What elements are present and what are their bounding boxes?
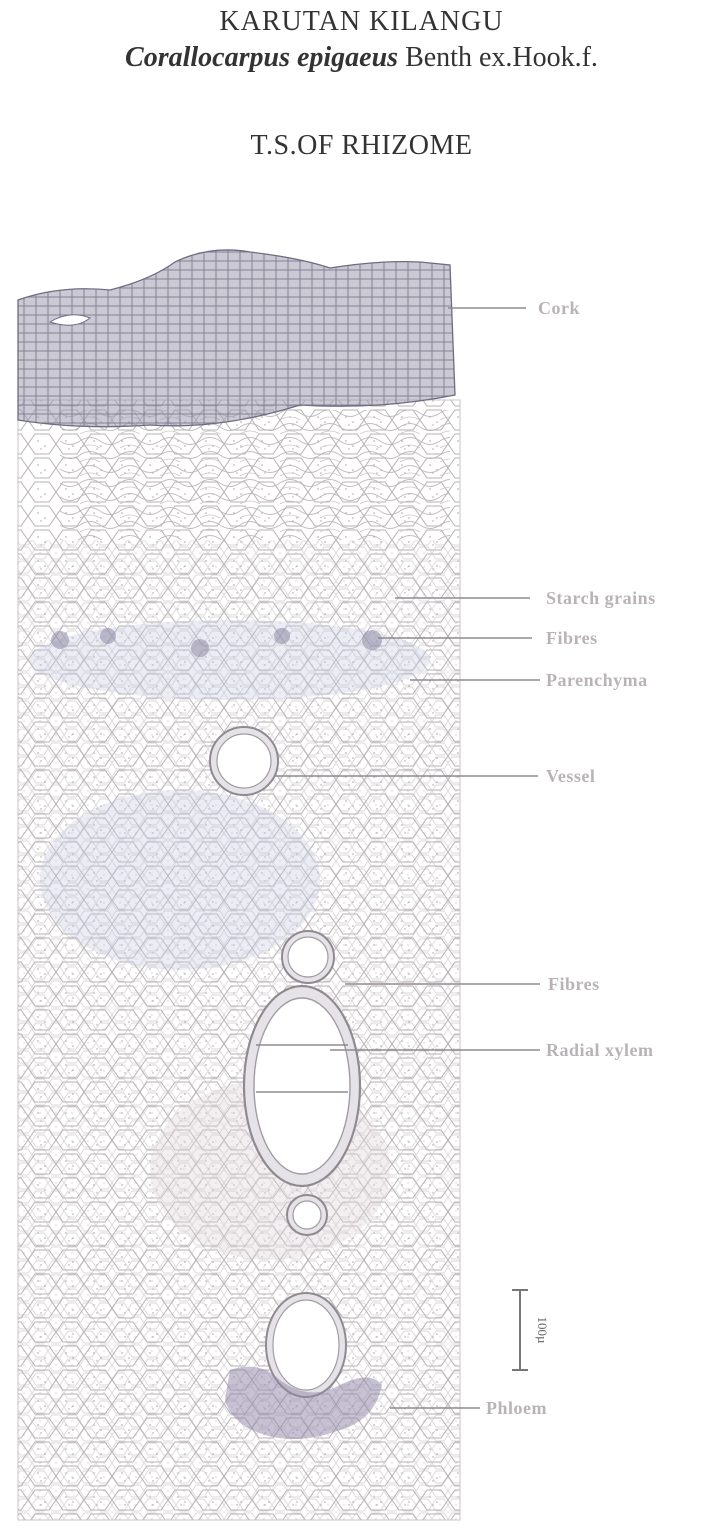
vessel-1 (210, 727, 278, 795)
cork-layer (18, 250, 455, 427)
label-fibres-2: Fibres (548, 974, 600, 994)
scale-bar-label: 100µ (535, 1317, 550, 1345)
label-vessel: Vessel (546, 766, 595, 786)
vessel-2 (282, 931, 334, 983)
vessel-3 (287, 1195, 327, 1235)
label-phloem: Phloem (486, 1398, 547, 1418)
label-cork: Cork (538, 298, 580, 318)
scale-bar: 100µ (512, 1290, 550, 1370)
label-parenchyma: Parenchyma (546, 670, 648, 690)
label-radial-xylem: Radial xylem (546, 1040, 654, 1060)
label-fibres-1: Fibres (546, 628, 598, 648)
radial-xylem-vessel (244, 986, 360, 1186)
label-starch-grains: Starch grains (546, 588, 656, 608)
